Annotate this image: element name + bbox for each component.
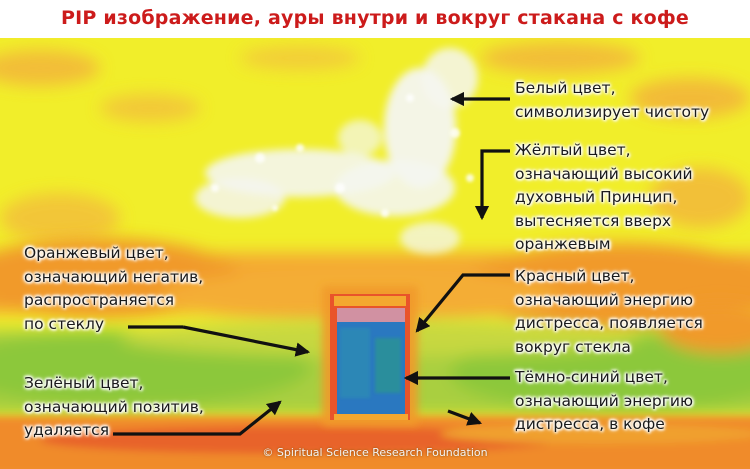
label-red: Красный цвет, означающий энергию дистрес… <box>515 267 703 356</box>
arrow-yellow <box>474 149 510 221</box>
label-blue: Тёмно-синий цвет, означающий энергию дис… <box>515 368 694 433</box>
arrow-green <box>113 400 282 436</box>
orange-haze <box>0 42 750 243</box>
white-speckle <box>211 94 474 217</box>
pointer-arrows <box>113 91 510 436</box>
arrow-small <box>447 409 483 426</box>
label-yellow: Жёлтый цвет, означающий высокий духовный… <box>515 141 693 253</box>
arrow-red <box>415 273 510 333</box>
page-title: PIP изображение, ауры внутри и вокруг ст… <box>60 7 690 29</box>
label-orange: Оранжевый цвет, означающий негатив, расп… <box>24 244 204 333</box>
aura-image <box>0 38 750 469</box>
arrow-orange-diag <box>182 325 311 357</box>
pip-image: Белый цвет, символизирует чистоту Жёлтый… <box>0 38 750 469</box>
label-white: Белый цвет, символизирует чистоту <box>515 79 710 121</box>
copyright-notice: © Spiritual Science Research Foundation <box>262 446 488 459</box>
label-green: Зелёный цвет, означающий позитив, удаляе… <box>24 374 204 439</box>
coffee-glass <box>322 286 418 426</box>
